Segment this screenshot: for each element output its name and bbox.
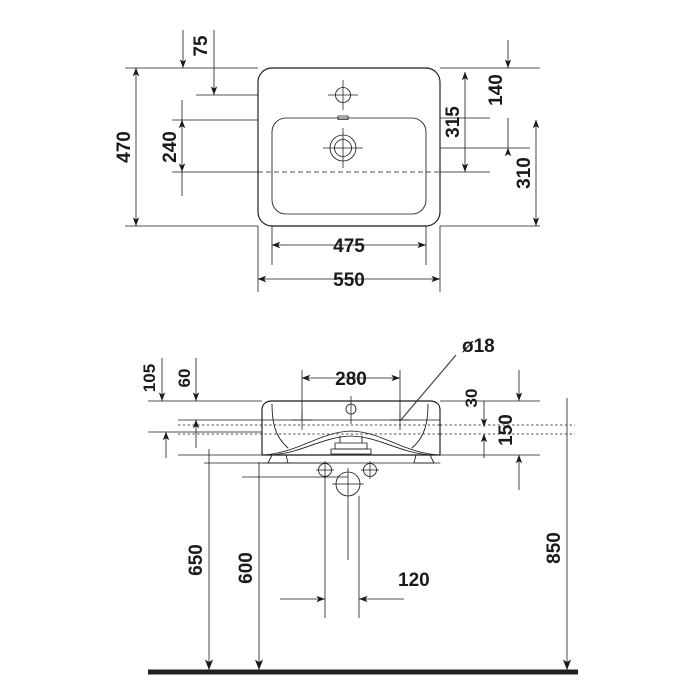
dim-310: 310 xyxy=(514,119,540,226)
dim-d18: ø18 xyxy=(399,336,495,422)
dim-105-label: 105 xyxy=(140,364,159,392)
dim-310-label: 310 xyxy=(514,157,535,189)
drain-outlet-circle xyxy=(332,468,364,500)
dim-850: 850 xyxy=(544,398,572,670)
dim-650-label: 650 xyxy=(186,544,207,576)
dim-470-label: 470 xyxy=(114,131,135,163)
top-view: 470 240 75 315 140 xyxy=(114,30,540,292)
dim-d18-label: ø18 xyxy=(462,336,495,357)
dim-850-label: 850 xyxy=(544,532,565,564)
dim-600-label: 600 xyxy=(236,552,257,584)
dim-240-label: 240 xyxy=(160,131,181,163)
dim-105: 105 xyxy=(140,358,166,401)
tap-hole-side-view xyxy=(345,396,357,424)
fixing-bolt-right xyxy=(361,461,379,479)
dim-280: 280 xyxy=(301,369,400,390)
dim-315-label: 315 xyxy=(443,106,464,138)
dim-315: 315 xyxy=(443,71,469,172)
bowl-left-wall xyxy=(271,403,289,449)
dim-120-label: 120 xyxy=(398,570,430,591)
drain-hole-top-view xyxy=(323,128,363,168)
d18-leader-line xyxy=(399,354,457,422)
dim-30-label: 30 xyxy=(462,389,481,408)
dim-550-label: 550 xyxy=(333,270,365,291)
bowl-underside xyxy=(263,430,439,456)
basin-body-profile xyxy=(261,400,441,456)
dim-75: 75 xyxy=(179,30,218,95)
dim-470: 470 xyxy=(114,67,140,226)
side-view: 105 60 280 ø18 30 xyxy=(140,336,578,675)
dim-475-label: 475 xyxy=(333,236,365,257)
dim-150-label: 150 xyxy=(496,414,517,446)
dim-140-label: 140 xyxy=(486,74,507,106)
drain-flange xyxy=(330,448,372,455)
tap-hole-top-view xyxy=(328,80,358,110)
bowl-underside-inner xyxy=(271,435,431,456)
dim-60-label: 60 xyxy=(175,369,194,388)
dim-140: 140 xyxy=(486,40,512,157)
dim-475: 475 xyxy=(271,236,426,257)
dim-600: 600 xyxy=(236,462,264,670)
dim-120: 120 xyxy=(280,570,430,603)
dim-75-label: 75 xyxy=(191,35,212,57)
dim-280-label: 280 xyxy=(335,369,367,390)
dim-550: 550 xyxy=(257,270,440,291)
basin-inner-outline xyxy=(271,117,427,215)
dim-60: 60 xyxy=(175,358,200,448)
dim-30: 30 xyxy=(462,389,488,458)
bowl-right-wall xyxy=(411,403,429,449)
dim-150: 150 xyxy=(496,370,523,490)
overflow-slot xyxy=(337,115,349,120)
dim-240: 240 xyxy=(160,100,186,196)
basin-outer-outline xyxy=(257,67,441,227)
dim-650: 650 xyxy=(186,449,214,670)
